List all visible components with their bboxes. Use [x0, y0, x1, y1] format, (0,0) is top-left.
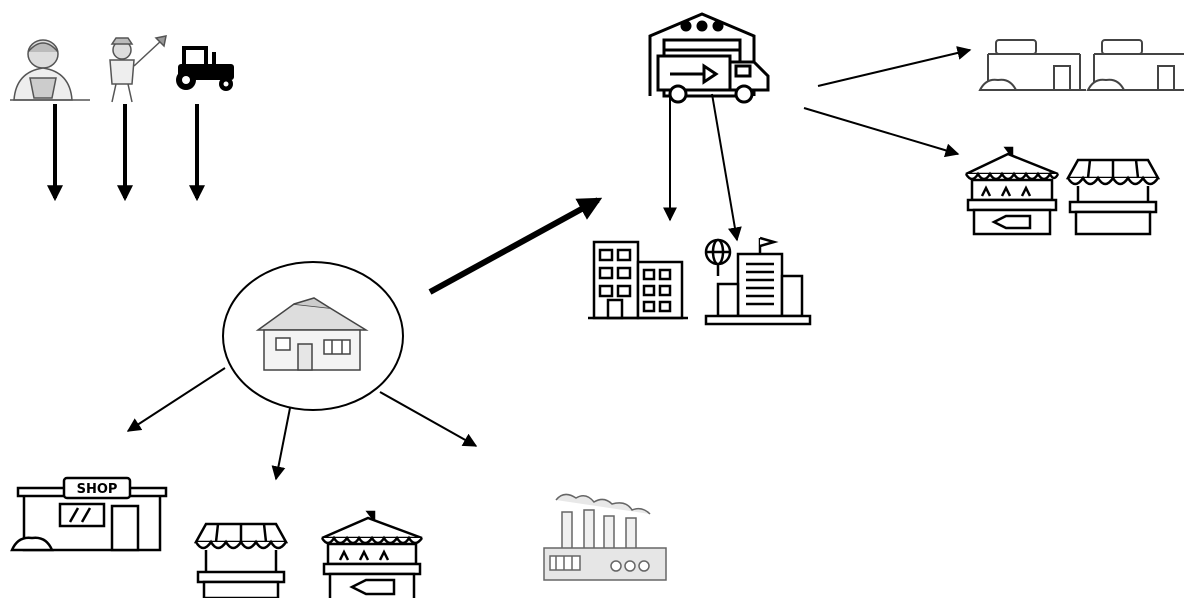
office-building-icon	[588, 240, 688, 320]
warehouse-truck-icon	[648, 12, 770, 104]
farmer-icon	[10, 39, 90, 101]
shop-sign-text: SHOP	[77, 482, 118, 497]
kiosk-icon-bottom	[320, 510, 424, 602]
market-stall-icon-bottom-1	[193, 522, 289, 600]
arrow-warehouse-to-market	[817, 46, 972, 87]
arrow-house-to-stalls	[271, 407, 291, 481]
factory-icon	[543, 493, 667, 581]
market-stall-icon-right	[978, 39, 1184, 91]
corporate-building-icon	[704, 236, 812, 326]
market-stall-icon-right-2	[1065, 158, 1161, 236]
arrow-warehouse-to-kiosks	[803, 107, 960, 158]
tractor-icon	[176, 46, 234, 91]
house-icon	[255, 297, 369, 371]
arrow-house-to-warehouse	[428, 197, 603, 295]
house-circle	[222, 261, 404, 411]
kiosk-icon-right	[964, 146, 1060, 236]
arrow-house-to-shop	[126, 367, 226, 432]
shop-icon: SHOP	[10, 476, 168, 552]
farmer-with-tool-icon	[109, 35, 167, 103]
arrow-house-to-factory	[379, 391, 478, 447]
arrow-warehouse-to-corporate	[711, 93, 742, 242]
